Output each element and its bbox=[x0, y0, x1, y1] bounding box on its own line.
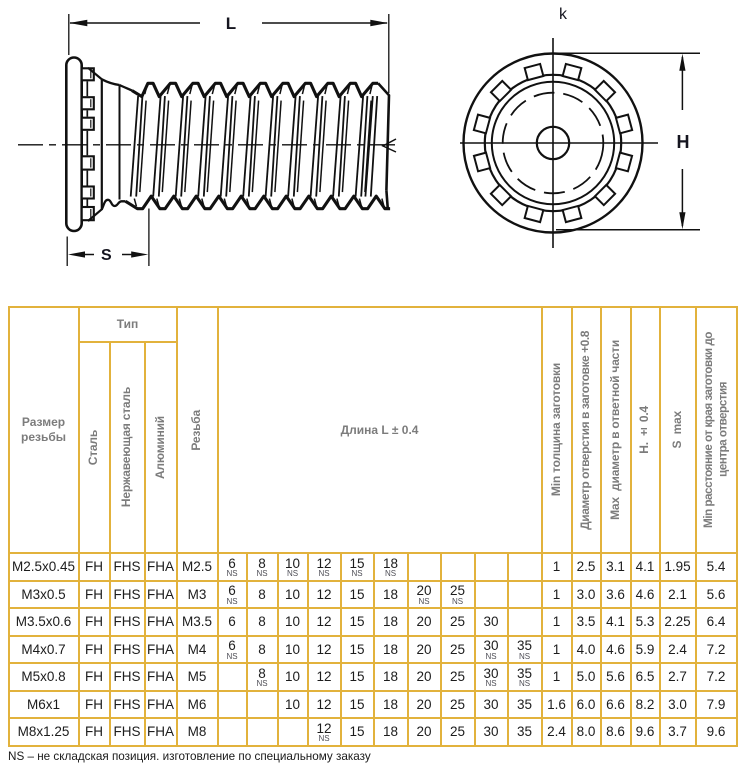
svg-text:H: H bbox=[677, 132, 690, 152]
svg-text:k: k bbox=[559, 6, 568, 23]
svg-text:L: L bbox=[226, 14, 236, 33]
svg-text:S: S bbox=[101, 247, 112, 264]
